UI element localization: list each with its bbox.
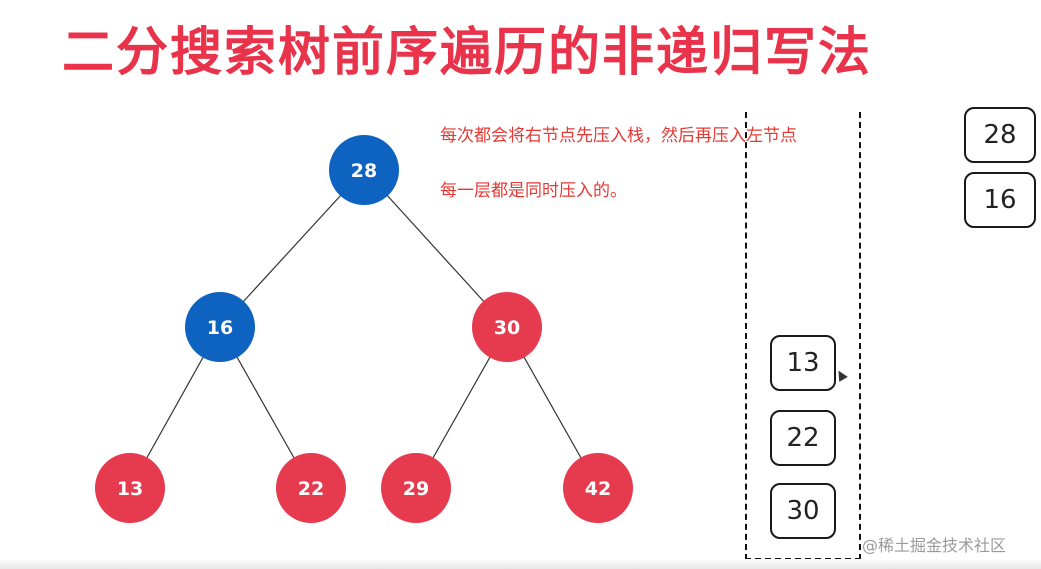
tree-node-29: 29 [381, 453, 451, 523]
node-circle [276, 453, 346, 523]
binary-search-tree-diagram: 28 16 30 13 22 29 42 [95, 135, 633, 523]
node-label: 16 [207, 317, 233, 339]
node-circle [329, 135, 399, 205]
tree-node-16: 16 [185, 292, 255, 362]
tree-node-42: 42 [563, 453, 633, 523]
tree-node-28: 28 [329, 135, 399, 205]
node-circle [185, 292, 255, 362]
stack-item: 22 [770, 410, 836, 466]
edge-28-16 [219, 169, 365, 328]
node-circle [381, 453, 451, 523]
tree-node-22: 22 [276, 453, 346, 523]
bottom-shadow [0, 559, 1041, 569]
node-label: 22 [298, 478, 324, 500]
stack-item: 13 [770, 335, 836, 391]
popped-item: 16 [964, 172, 1036, 228]
node-label: 42 [585, 478, 611, 500]
node-label: 28 [351, 160, 377, 182]
watermark: @稀土掘金技术社区 [862, 536, 1007, 555]
tree-node-13: 13 [95, 453, 165, 523]
tree-node-30: 30 [472, 292, 542, 362]
node-circle [472, 292, 542, 362]
page-title: 二分搜索树前序遍历的非递归写法 [62, 23, 873, 83]
node-label: 30 [494, 317, 520, 339]
popped-item: 28 [964, 107, 1036, 163]
note-line-1: 每次都会将右节点先压入栈，然后再压入左节点 [440, 126, 797, 146]
node-label: 29 [403, 478, 429, 500]
node-label: 13 [117, 478, 143, 500]
stack-item: 30 [770, 483, 836, 539]
edge-28-30 [363, 169, 508, 328]
node-circle [95, 453, 165, 523]
note-line-2: 每一层都是同时压入的。 [440, 181, 627, 201]
node-circle [563, 453, 633, 523]
